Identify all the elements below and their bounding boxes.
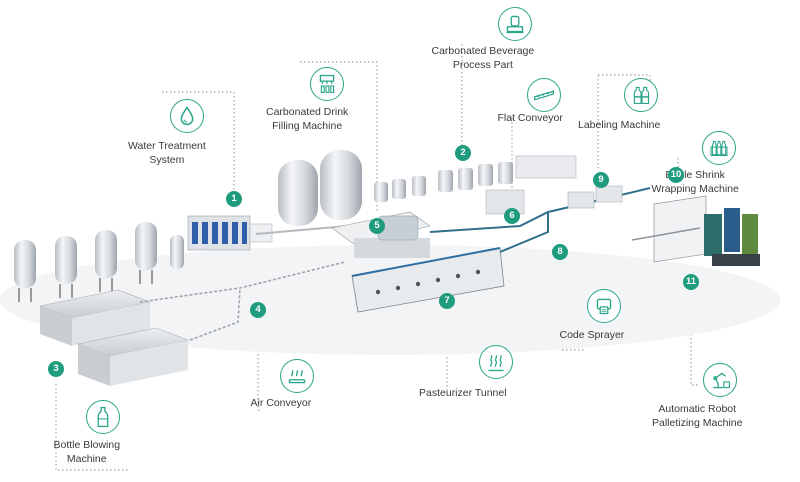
badge-7: 7	[439, 293, 455, 309]
air-conveyor-track	[139, 261, 346, 341]
badge-2: 2	[455, 145, 471, 161]
conveyor-heat-icon	[280, 359, 314, 393]
label-pasteurizer-tunnel: Pasteurizer Tunnel	[419, 387, 507, 399]
bottle-icon	[86, 400, 120, 434]
bottle-pack-icon	[702, 131, 736, 165]
badge-3: 3	[48, 361, 64, 377]
badge-4: 4	[250, 302, 266, 318]
water-drop-icon	[170, 99, 204, 133]
badge-11: 11	[683, 274, 699, 290]
pasteurizer-tunnel-unit	[351, 247, 505, 313]
flat-conveyor-icon	[527, 78, 561, 112]
badge-1: 1	[226, 191, 242, 207]
label-flat-conveyor: Flat Conveyor	[497, 112, 563, 124]
blow-molding-machines	[38, 289, 190, 386]
badge-9: 9	[593, 172, 609, 188]
badge-10: 10	[668, 167, 684, 183]
label-air-conveyor: Air Conveyor	[250, 397, 312, 409]
process-tanks	[255, 150, 371, 235]
filler-icon	[310, 67, 344, 101]
storage-tanks	[14, 222, 184, 302]
badge-6: 6	[504, 208, 520, 224]
process-part-equipment	[374, 155, 577, 215]
label-labeling-machine: Labeling Machine	[578, 119, 661, 131]
printer-icon	[587, 289, 621, 323]
badge-8: 8	[552, 244, 568, 260]
badge-5: 5	[369, 218, 385, 234]
robot-arm-icon	[703, 363, 737, 397]
label-code-sprayer: Code Sprayer	[559, 329, 625, 341]
labeled-bottles-icon	[624, 78, 658, 112]
process-tanks-icon	[498, 7, 532, 41]
labeling-machine-unit	[567, 185, 623, 209]
palletizing-cell	[631, 195, 760, 266]
heat-waves-icon	[479, 345, 513, 379]
